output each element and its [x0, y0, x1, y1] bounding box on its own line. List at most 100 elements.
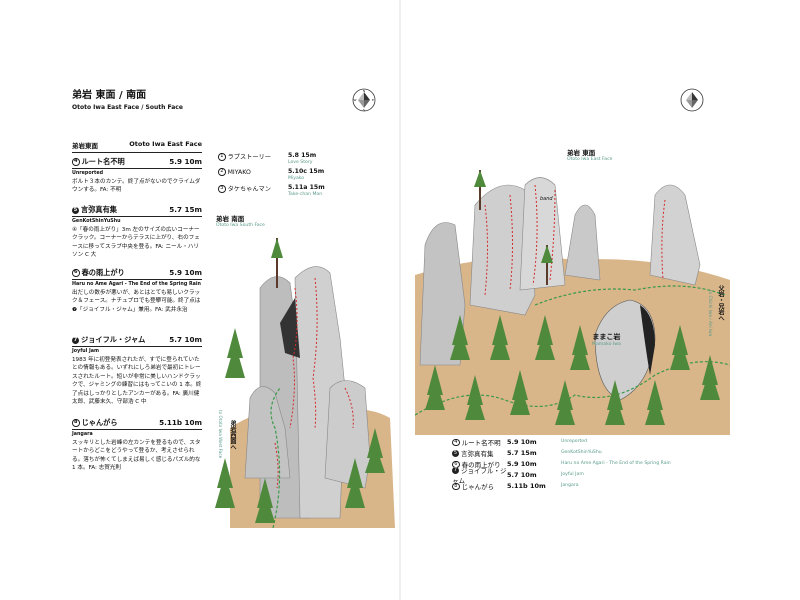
tree-icon — [474, 170, 486, 187]
legend-number: 3 — [218, 185, 226, 193]
compass-icon-left: N E S W — [352, 88, 376, 112]
tree-icon — [271, 238, 283, 258]
page-title-en: Ototo Iwa East Face / South Face — [72, 104, 183, 111]
legend-name-en: Take-chan Man — [288, 192, 323, 197]
route-line-3 — [344, 387, 354, 429]
route-grade: 5.7 15m — [169, 205, 202, 214]
trail-line — [270, 387, 281, 528]
rock-far-left — [419, 222, 466, 366]
legend-number: 2 — [218, 168, 226, 176]
to-west-face-jp: 弟岩西面へ — [229, 420, 236, 450]
tree-icon — [450, 315, 470, 360]
route-line-2 — [312, 277, 318, 429]
route-grade: 5.9 10m — [507, 437, 537, 446]
route-line-8 — [661, 199, 666, 281]
route-name: ルート名不明 — [461, 438, 501, 447]
route-line-5 — [509, 194, 513, 291]
legend-name: MIYAKO — [227, 168, 251, 176]
route-number: 7 — [72, 336, 79, 344]
rock-right-tower — [649, 184, 701, 286]
route-description: ボルト３本のカンテ。終了点がないのでクライムダウンする。FA: 不明 — [72, 179, 201, 194]
east-face-label-en: Ototo Iwa East Face — [567, 157, 613, 162]
legend-name: ラプストーリー — [227, 154, 271, 161]
rock-spire — [564, 204, 601, 281]
route-description: スッキリとした岩峰の左カンテを登るもので、スタートからどこをどうやって登るか、考… — [72, 440, 201, 472]
route-line-7 — [549, 189, 556, 281]
route-name-en: Unreported — [561, 439, 588, 444]
route-description: 出だしの数歩が悪いが、あとはとても易しいクラック＆フェース。ナチュプロでも登攀可… — [72, 290, 201, 313]
page-title-jp: 弟岩 東面 / 南面 — [72, 90, 147, 101]
route-number: 5 — [72, 206, 79, 214]
route-grade: 5.9 10m — [507, 459, 537, 468]
tree-icon — [365, 428, 385, 473]
east-face-illustration — [415, 170, 730, 435]
tree-icon — [255, 478, 275, 523]
route-name: ジョイフル・ジャム — [81, 335, 146, 344]
tree-icon — [535, 315, 555, 360]
compass-icon-right — [680, 88, 704, 112]
boulder-shadow — [640, 305, 655, 375]
route-number: 8 — [72, 419, 80, 427]
route-name-en: Unreported — [72, 171, 104, 176]
to-west-face-label: 弟岩西面へ — [228, 420, 237, 450]
boulder-label-jp: ままこ岩 — [592, 333, 621, 341]
compass-s: S — [363, 108, 365, 112]
route-number: 6 — [72, 269, 80, 277]
compass-e: E — [372, 98, 374, 102]
route-name: 言弥真有集 — [81, 205, 117, 214]
route-number: 5 — [452, 450, 459, 457]
east-face-label-jp: 弟岩 東面 — [567, 149, 596, 157]
route-name-en: Joyful Jam — [72, 349, 100, 354]
route-name-en: GenKotShinYuShu — [561, 450, 602, 455]
route-name: じゃんがら — [81, 418, 118, 427]
route-name-en: Joyful Jam — [561, 472, 584, 477]
route-description: ④「春の雨上がり」3m 左のサイズの広いコーナークラック。コーナーからテラスに上… — [72, 227, 200, 259]
route-line-1 — [289, 287, 298, 429]
section-header-en: Ototo Iwa East Face — [129, 140, 202, 148]
route-description: 1983 年に初登発表されたが、すでに登られていたとの情報もある。いずれにしろ弟… — [72, 357, 202, 406]
left-title: 弟岩 東面 / 南面 Ototo Iwa East Face / South F… — [72, 86, 183, 111]
rock-shadow — [280, 298, 300, 358]
tree-icon — [465, 375, 485, 420]
south-face-illustration — [215, 238, 395, 528]
route-line-4 — [274, 442, 279, 489]
page-fold — [399, 0, 401, 600]
rock-main-right — [519, 177, 566, 291]
route-number: 7 — [452, 467, 459, 474]
tree-icon — [555, 380, 575, 425]
compass-w: W — [354, 98, 357, 102]
tree-icon — [645, 380, 665, 425]
south-face-label: 弟岩 南面 Ototo Iwa South Face — [216, 213, 265, 228]
band-label: band — [540, 196, 553, 202]
tree-icon — [570, 325, 590, 370]
to-chichi-iwa-jp: 父岩・兄岩へ — [717, 285, 724, 321]
route-grade: 5.9 10m — [169, 157, 202, 166]
route-grade: 5.7 15m — [507, 448, 537, 457]
route-grade: 5.9 10m — [169, 268, 202, 277]
trail-line-upper — [534, 285, 726, 306]
route-grade: 5.7 10m — [169, 335, 202, 344]
route-name-en: Jangara — [561, 483, 579, 488]
to-chichi-iwa-label: 父岩・兄岩へ — [716, 285, 725, 321]
legend-name: タケちゃんマン — [227, 186, 271, 193]
tree-icon — [541, 245, 553, 263]
boulder-label: ままこ岩 Mamako Iwa — [592, 332, 621, 347]
route-name-en: Haru no Ame Agari - The End of the Sprin… — [561, 461, 671, 466]
route-grade: 5.11b 10m — [159, 418, 202, 427]
east-face-label: 弟岩 東面 Ototo Iwa East Face — [567, 147, 612, 162]
tree-icon — [225, 328, 245, 378]
tree-icon — [490, 315, 510, 360]
route-number: 4 — [452, 438, 460, 447]
rock-lower-left — [244, 386, 291, 479]
route-name: 春の雨上がり — [81, 268, 125, 277]
section-header-jp: 弟岩東面 — [72, 142, 98, 150]
